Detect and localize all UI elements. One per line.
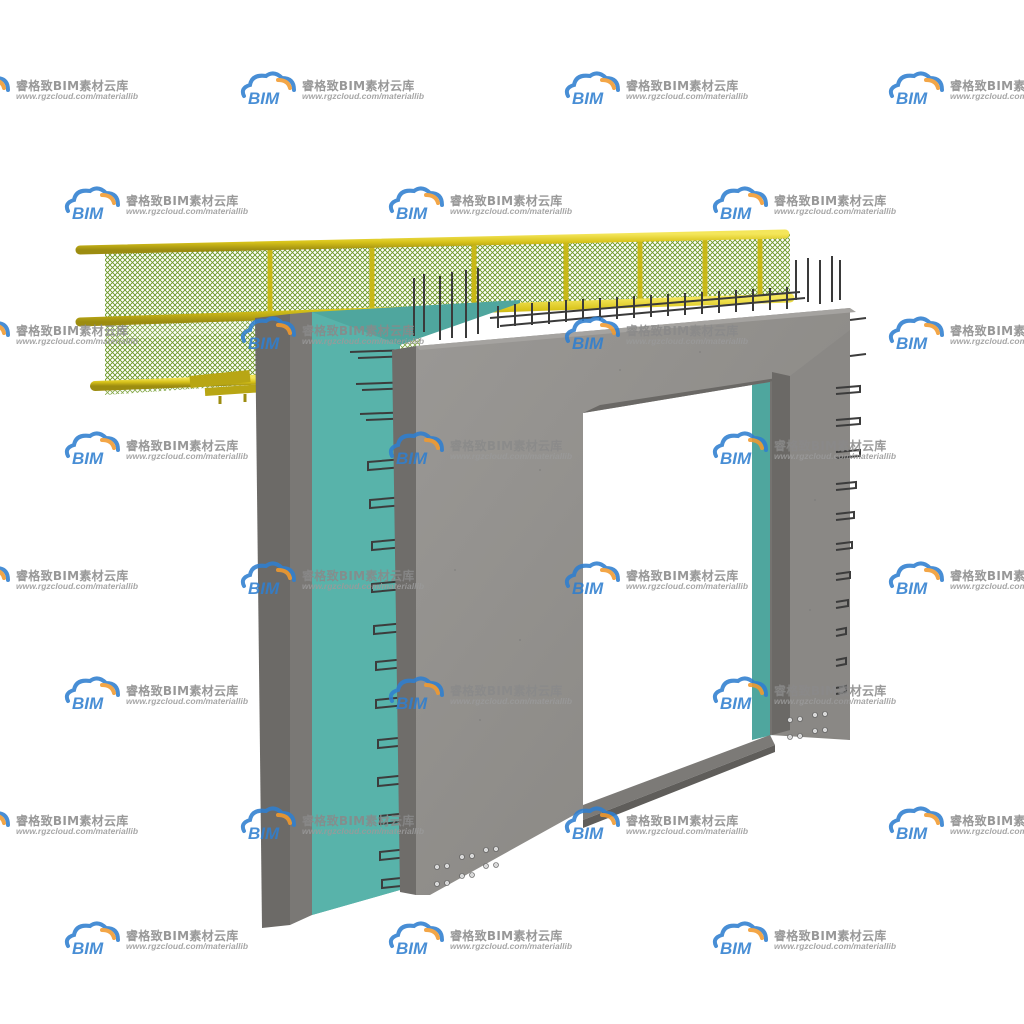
- concrete-texture: [454, 351, 816, 721]
- inner-concrete-leaf: [392, 308, 856, 895]
- outer-concrete-leaf: [255, 312, 312, 928]
- top-rebar: [413, 256, 841, 340]
- insulation-layer: [312, 300, 772, 915]
- right-rebar-loops: [835, 317, 867, 695]
